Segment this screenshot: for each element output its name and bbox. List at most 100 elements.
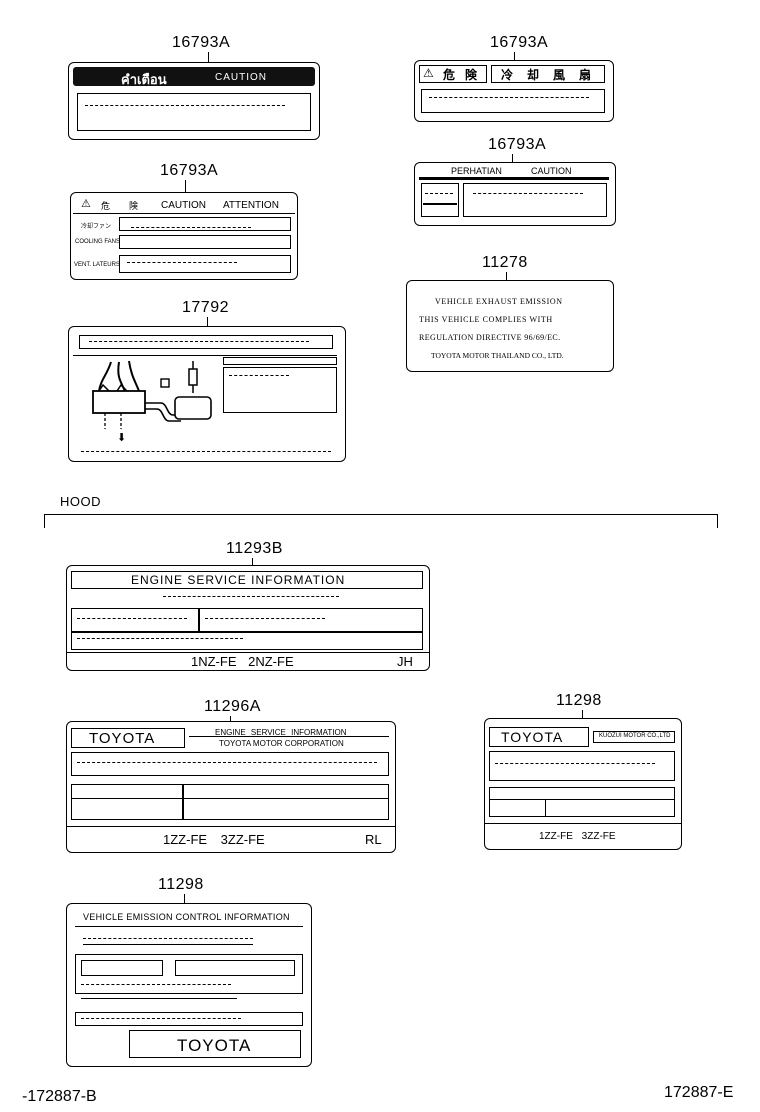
bar-line: [83, 944, 253, 945]
row-left: [71, 608, 199, 632]
spec-right: [183, 784, 389, 820]
bottom-placeholder: [81, 451, 331, 452]
left-placeholder: [425, 193, 453, 194]
right-panel: [463, 183, 607, 217]
part-number-17792: 17792: [182, 299, 229, 316]
label-vehicle-emission-control: VEHICLE EMISSION CONTROL INFORMATION TOY…: [66, 903, 312, 1067]
part-number-11298-2: 11298: [158, 876, 204, 893]
row-right: [199, 608, 423, 632]
engine-codes: 1NZ-FE 2NZ-FE: [191, 654, 294, 669]
kanji-ki: 危: [101, 201, 111, 211]
emission-title: VEHICLE EMISSION CONTROL INFORMATION: [83, 912, 290, 922]
leader-line: [514, 52, 515, 62]
spec-row-divider: [489, 799, 675, 800]
middle-right-box: [175, 960, 295, 976]
right-info-header: [223, 357, 337, 365]
service-info-line: ENGINE SERVICE INFORMATION: [215, 728, 347, 737]
maker-text: KUOZUI MOTOR CO.,LTD: [599, 733, 671, 739]
right-placeholder: [473, 193, 583, 194]
spec-col-divider: [545, 799, 546, 817]
part-number-16793a-1: 16793A: [172, 34, 231, 51]
thai-caution-text: คำเตือน: [121, 72, 167, 87]
toyota-logo-text: TOYOTA: [89, 730, 156, 747]
part-number-11298-1: 11298: [556, 692, 602, 709]
maker-box: [593, 731, 675, 743]
placeholder-text: [85, 105, 285, 106]
bar-line: [81, 998, 237, 999]
body-box: [71, 752, 389, 776]
part-number-16793a-2: 16793A: [490, 34, 549, 51]
body-placeholder: [495, 763, 655, 764]
label-toyota-engine-service-rl: TOYOTA ENGINE SERVICE INFORMATION TOYOTA…: [66, 721, 396, 853]
footer-left-id: -172887-B: [22, 1088, 97, 1105]
kanji-kyaku: 却: [527, 68, 540, 82]
row-left-placeholder: [77, 618, 187, 619]
label-japanese-caution: ⚠ 危 険 冷 却 風 扇: [414, 60, 614, 122]
leader-line: [506, 272, 507, 280]
row-box-2: [119, 235, 291, 249]
leader-line: [208, 52, 209, 64]
divider: [73, 355, 337, 356]
leader-line: [184, 894, 185, 904]
right-info-placeholder: [229, 375, 289, 376]
title-bar: [79, 335, 333, 349]
engine-codes: 1ZZ-FE 3ZZ-FE: [163, 832, 265, 847]
engine-diagram-drawing: [92, 360, 212, 429]
left-panel: [421, 183, 459, 217]
caution-text: CAUTION: [161, 200, 206, 211]
row-bottom: [71, 632, 423, 650]
header-underline: [419, 177, 609, 180]
placeholder-line: [163, 596, 339, 597]
kanji-rei: 冷: [501, 68, 514, 82]
label-title: ENGINE SERVICE INFORMATION: [131, 573, 346, 587]
body-placeholder: [77, 762, 377, 763]
hood-bracket-right: [717, 514, 718, 528]
row-label-fr: VENT. LATEURS: [74, 262, 120, 268]
warning-triangle-icon: ⚠: [423, 66, 434, 80]
toyota-logo-text: TOYOTA: [177, 1036, 252, 1055]
part-number-16793a-3: 16793A: [160, 162, 219, 179]
header-divider: [73, 213, 295, 214]
header-divider: [189, 736, 389, 737]
title-placeholder: [89, 341, 309, 342]
spec-box: [489, 787, 675, 817]
perhatian-text: PERHATIAN: [451, 166, 502, 176]
engine-codes: 1ZZ-FE 3ZZ-FE: [539, 831, 616, 842]
lower-box: [75, 1012, 303, 1026]
text-area: [77, 93, 311, 131]
lower-placeholder: [81, 1018, 241, 1019]
emission-line-3: REGULATION DIRECTIVE 96/69/EC.: [419, 333, 561, 342]
spec-left: [71, 784, 183, 820]
text-area: [421, 89, 605, 113]
header-left-box: [419, 65, 487, 83]
row-placeholder: [131, 227, 251, 228]
placeholder-line-1: [83, 938, 253, 939]
left-panel-bar: [423, 203, 457, 205]
part-number-16793a-4: 16793A: [488, 136, 547, 153]
leader-line: [230, 716, 231, 722]
part-number-11296a: 11296A: [204, 698, 261, 715]
emission-line-2: THIS VEHICLE COMPLIES WITH: [419, 315, 553, 324]
right-info-panel: [223, 367, 337, 413]
kanji-ki: 危: [443, 68, 456, 82]
label-thai-caution: คำเตือน CAUTION: [68, 62, 320, 140]
label-perhatian-caution: PERHATIAN CAUTION: [414, 162, 616, 226]
caution-header-band: [73, 67, 315, 86]
row-box-1: [119, 217, 291, 231]
middle-placeholder: [81, 984, 231, 985]
area-code: RL: [365, 832, 382, 847]
body-box: [489, 751, 675, 781]
label-cooling-fans-caution: ⚠ 危 険 CAUTION ATTENTION 冷却ファン COOLING FA…: [70, 192, 298, 280]
kanji-fu: 風: [553, 68, 566, 82]
attention-text: ATTENTION: [223, 200, 279, 211]
kanji-sen: 扇: [579, 68, 592, 82]
leader-line: [582, 710, 583, 718]
leader-line: [185, 180, 186, 192]
hood-label: HOOD: [60, 494, 101, 509]
label-engine-service-info-jh: ENGINE SERVICE INFORMATION 1NZ-FE 2NZ-FE…: [66, 565, 430, 671]
hood-bracket-left: [44, 514, 45, 528]
emission-line-1: VEHICLE EXHAUST EMISSION: [435, 297, 563, 306]
hood-bracket-line: [44, 514, 718, 515]
area-code: JH: [397, 654, 413, 669]
label-vehicle-exhaust-emission: VEHICLE EXHAUST EMISSION THIS VEHICLE CO…: [406, 280, 614, 372]
